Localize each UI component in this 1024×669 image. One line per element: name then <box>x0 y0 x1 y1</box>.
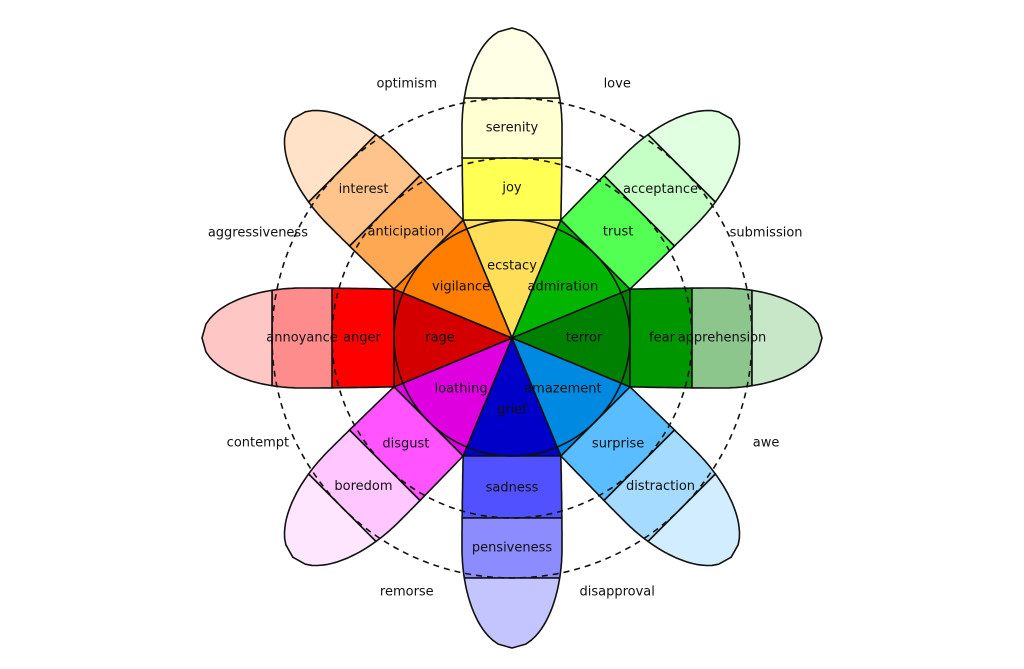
emotion-label-disgust-1: loathing <box>435 381 488 396</box>
emotion-label-sadness-1: grief <box>497 403 527 418</box>
dyad-label-love: love <box>604 76 631 91</box>
dyad-label-remorse: remorse <box>380 585 434 600</box>
emotion-label-fear-1: terror <box>566 331 603 346</box>
dyad-label-aggressiveness: aggressiveness <box>208 225 308 240</box>
ring-layer <box>271 97 753 579</box>
emotion-label-anticipation-3: interest <box>339 182 389 197</box>
emotion-label-trust-3: acceptance <box>623 182 698 197</box>
petal-sadness-band-4 <box>463 577 561 649</box>
emotion-label-surprise-3: distraction <box>626 479 695 494</box>
emotion-label-anger-1: rage <box>425 331 455 346</box>
emotion-label-anger-3: annoyance <box>266 331 337 346</box>
emotion-label-surprise-2: surprise <box>592 437 644 452</box>
emotion-label-surprise-1: amazement <box>524 381 601 396</box>
label-layer: ecstacy joy serenity admiration trust accepta… <box>208 76 803 599</box>
dyad-label-submission: submission <box>730 225 803 240</box>
petal-anticipation-band-4 <box>283 109 377 203</box>
inner-ring-outline <box>393 219 631 457</box>
petal-disgust-band-4 <box>283 473 377 567</box>
emotion-label-trust-1: admiration <box>528 280 599 295</box>
emotion-label-anticipation-2: anticipation <box>368 224 445 239</box>
emotion-label-fear-3: apprehension <box>678 331 767 346</box>
emotion-label-joy-2: joy <box>501 181 522 196</box>
dyad-label-awe: awe <box>753 436 780 451</box>
petal-anger-band-4 <box>201 289 273 387</box>
petal-surprise-band-4 <box>647 473 741 567</box>
emotion-label-disgust-2: disgust <box>382 437 429 452</box>
emotion-label-joy-3: serenity <box>486 121 539 136</box>
petal-layer <box>201 27 823 649</box>
petal-fear-band-4 <box>751 289 823 387</box>
petal-joy-band-4 <box>463 27 561 99</box>
emotion-label-trust-2: trust <box>603 224 634 239</box>
petal-trust-band-4 <box>647 109 741 203</box>
emotion-label-anticipation-1: vigilance <box>432 280 490 295</box>
emotion-label-fear-2: fear <box>649 331 676 346</box>
emotion-label-sadness-2: sadness <box>486 481 539 496</box>
dyad-label-optimism: optimism <box>376 76 437 91</box>
emotion-label-sadness-3: pensiveness <box>472 541 553 556</box>
dyad-inner-dashed-circle <box>331 157 693 519</box>
dyad-label-contempt: contempt <box>227 436 289 451</box>
emotion-label-anger-2: anger <box>343 331 381 346</box>
emotion-label-disgust-3: boredom <box>334 479 392 494</box>
dyad-outer-dashed-circle <box>271 97 753 579</box>
dyad-label-disapproval: disapproval <box>579 585 654 600</box>
emotion-label-joy-1: ecstacy <box>487 259 537 274</box>
